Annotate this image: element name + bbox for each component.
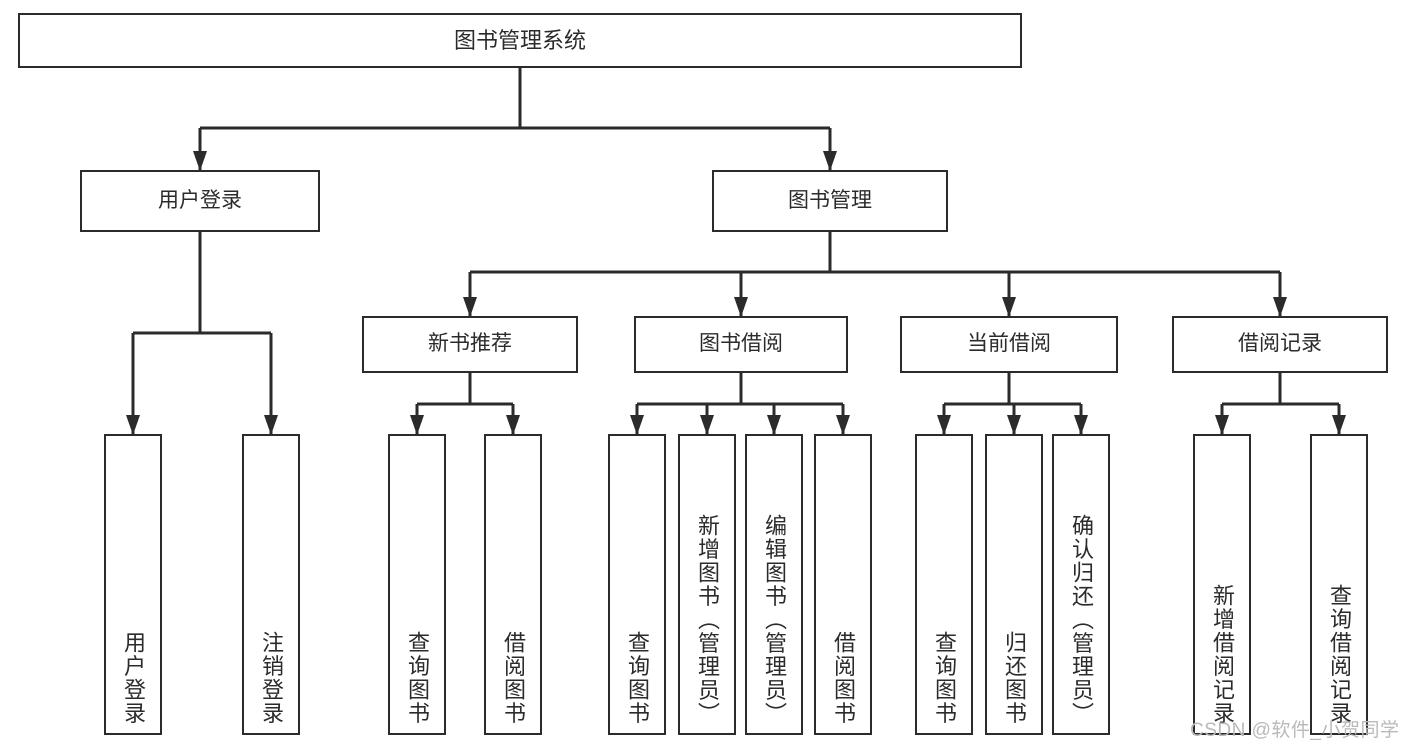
arrowhead (767, 415, 781, 435)
arrowhead (193, 151, 207, 171)
node-label: 编辑图书（管理员） (762, 513, 787, 726)
node-leaf4[interactable]: 借阅图书 (484, 434, 542, 735)
arrowhead (1215, 415, 1229, 435)
arrowhead (823, 151, 837, 171)
node-bookmgmt[interactable]: 图书管理 (712, 170, 948, 232)
node-label: 用户登录 (158, 188, 242, 212)
node-label: 图书借阅 (699, 332, 783, 356)
arrowhead (126, 415, 140, 435)
node-root[interactable]: 图书管理系统 (18, 13, 1022, 68)
node-label: 确认归还（管理员） (1069, 513, 1094, 726)
node-leaf11[interactable]: 确认归还（管理员） (1052, 434, 1110, 735)
node-label: 查询借阅记录 (1327, 584, 1352, 725)
node-leaf13[interactable]: 查询借阅记录 (1310, 434, 1368, 735)
node-label: 用户登录 (121, 631, 146, 725)
node-label: 图书管理系统 (453, 27, 586, 53)
arrowhead (264, 415, 278, 435)
arrowhead (734, 297, 748, 317)
node-label: 新增图书（管理员） (695, 513, 720, 726)
node-label: 当前借阅 (967, 332, 1051, 356)
node-leaf5[interactable]: 查询图书 (608, 434, 666, 735)
node-label: 借阅记录 (1238, 332, 1322, 356)
arrowhead (410, 415, 424, 435)
arrowhead (1273, 297, 1287, 317)
node-label: 注销登录 (259, 631, 284, 725)
watermark: CSDN @软件_小贺同学 (1190, 720, 1400, 741)
node-label: 新书推荐 (428, 332, 512, 356)
arrowhead (700, 415, 714, 435)
node-records[interactable]: 借阅记录 (1172, 316, 1388, 373)
arrowhead (1074, 415, 1088, 435)
node-label: 查询图书 (625, 631, 650, 725)
node-leaf8[interactable]: 借阅图书 (814, 434, 872, 735)
node-leaf3[interactable]: 查询图书 (388, 434, 446, 735)
arrowhead (937, 415, 951, 435)
node-label: 图书管理 (788, 188, 872, 212)
arrowhead (506, 415, 520, 435)
arrowhead (836, 415, 850, 435)
arrowhead (1007, 415, 1021, 435)
node-leaf6[interactable]: 新增图书（管理员） (678, 434, 736, 735)
node-newbook[interactable]: 新书推荐 (362, 316, 578, 373)
arrowhead (630, 415, 644, 435)
arrowhead (463, 297, 477, 317)
node-leaf1[interactable]: 用户登录 (104, 434, 162, 735)
node-current[interactable]: 当前借阅 (900, 316, 1118, 373)
node-label: 新增借阅记录 (1210, 584, 1235, 725)
arrowhead (1002, 297, 1016, 317)
node-leaf10[interactable]: 归还图书 (985, 434, 1043, 735)
node-label: 查询图书 (932, 631, 957, 725)
node-label: 借阅图书 (831, 631, 856, 725)
node-leaf2[interactable]: 注销登录 (242, 434, 300, 735)
node-label: 查询图书 (405, 631, 430, 725)
node-leaf7[interactable]: 编辑图书（管理员） (745, 434, 803, 735)
node-label: 归还图书 (1002, 631, 1027, 725)
node-borrow[interactable]: 图书借阅 (634, 316, 848, 373)
node-login[interactable]: 用户登录 (80, 170, 320, 232)
node-label: 借阅图书 (501, 631, 526, 725)
arrowhead (1332, 415, 1346, 435)
node-leaf9[interactable]: 查询图书 (915, 434, 973, 735)
node-leaf12[interactable]: 新增借阅记录 (1193, 434, 1251, 735)
